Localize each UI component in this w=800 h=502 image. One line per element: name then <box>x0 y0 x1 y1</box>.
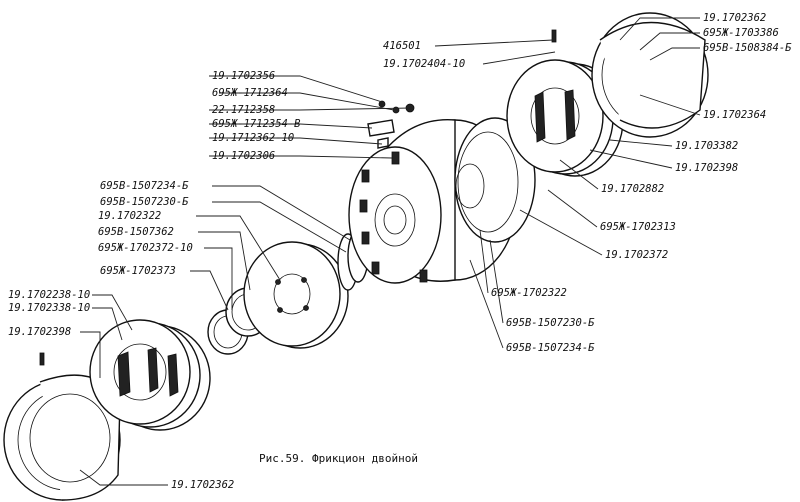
callout-695v-1507234-b-center: 695В-1507234-Б <box>506 342 595 354</box>
figure-caption: Рис.59. Фрикцион двойной <box>259 452 418 465</box>
callout-19-1702362-bottom: 19.1702362 <box>171 479 234 491</box>
callout-19-1702372: 19.1702372 <box>605 249 668 261</box>
callout-19-1702364: 19.1702364 <box>703 109 766 121</box>
callout-695zh-1702372-10: 695Ж-1702372-10 <box>98 242 193 254</box>
callout-695v-1507362: 695В-1507362 <box>98 226 174 238</box>
callout-19-1702882: 19.1702882 <box>601 183 664 195</box>
cover-ring-rear <box>591 12 709 138</box>
callout-labels: 19.1702362 695Ж-1703386 695В-1508384-Б 4… <box>8 12 792 491</box>
callout-19-1702356: 19.1702356 <box>212 70 275 82</box>
callout-695v-1507230-b-center: 695В-1507230-Б <box>506 317 595 329</box>
callout-695zh-1712364: 695Ж-1712364 <box>212 87 288 99</box>
piston-disk <box>243 241 349 349</box>
callout-695v-1507234-b-left: 695В-1507234-Б <box>100 180 189 192</box>
callout-695zh-1702373: 695Ж-1702373 <box>100 265 176 277</box>
callout-19-1702362-top: 19.1702362 <box>703 12 766 24</box>
callout-22-1712358: 22.1712358 <box>212 104 275 116</box>
callout-695zh-1702313: 695Ж-1702313 <box>600 221 676 233</box>
callout-19-1703382: 19.1703382 <box>675 140 738 152</box>
callout-19-1702398-right: 19.1702398 <box>675 162 738 174</box>
inner-drum <box>454 117 536 243</box>
callout-695v-1507230-b-left: 695В-1507230-Б <box>100 196 189 208</box>
callout-19-1702306: 19.1702306 <box>212 150 275 162</box>
callout-19-1702322: 19.1702322 <box>98 210 161 222</box>
callout-695zh-1703386: 695Ж-1703386 <box>703 27 779 39</box>
cover-ring-front <box>3 374 121 501</box>
callout-416501: 416501 <box>383 40 421 52</box>
callout-695v-1508384-b: 695В-1508384-Б <box>703 42 792 54</box>
clutch-pack-front <box>89 319 211 431</box>
callout-695zh-1712354-v: 695Ж-1712354-В <box>212 118 301 130</box>
clutch-pack-rear <box>506 59 624 177</box>
callout-19-1702338-10: 19.1702338-10 <box>8 302 90 314</box>
bolt-small-top <box>551 29 557 43</box>
leader-lines <box>79 17 701 486</box>
callout-19-1702398-left: 19.1702398 <box>8 326 71 338</box>
callout-19-1702404-10: 19.1702404-10 <box>383 58 465 70</box>
callout-695zh-1702322: 695Ж-1702322 <box>491 287 567 299</box>
callout-19-1712362-10: 19.1712362-10 <box>212 132 294 144</box>
bolt-front <box>39 352 45 366</box>
callout-19-1702238-10: 19.1702238-10 <box>8 289 90 301</box>
